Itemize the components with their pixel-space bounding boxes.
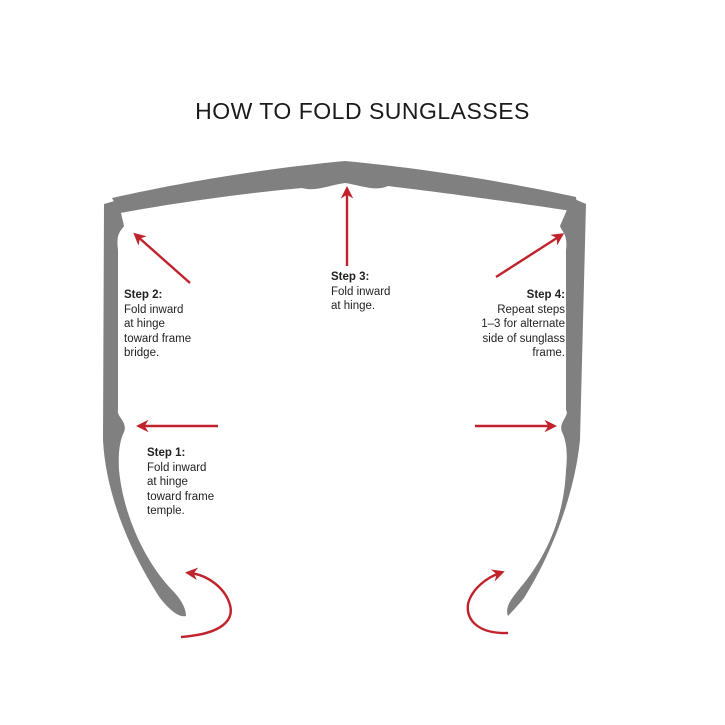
left-curved-arrow <box>180 567 232 639</box>
right-curved-arrow <box>466 569 509 635</box>
step3-caption: Step 3: Fold inward at hinge. <box>331 270 390 314</box>
sunglasses-frame <box>103 161 586 617</box>
step4-caption: Step 4: Repeat steps 1–3 for alternate s… <box>470 288 565 361</box>
step2-text: Fold inward at hinge toward frame bridge… <box>124 303 192 360</box>
step4-label: Step 4: <box>526 289 565 301</box>
step1-text: Fold inward at hinge toward frame temple… <box>147 461 215 518</box>
step1-label: Step 1: <box>147 447 186 459</box>
step3-text: Fold inward at hinge. <box>331 285 391 313</box>
step4-arrow <box>495 233 565 279</box>
fold-arrows <box>133 186 565 639</box>
page-title: HOW TO FOLD SUNGLASSES <box>195 98 530 124</box>
step2-label: Step 2: <box>124 289 163 301</box>
step2-arrow <box>133 232 191 284</box>
right-temple-arm <box>507 198 586 617</box>
step3-label: Step 3: <box>331 271 370 283</box>
step1-caption: Step 1: Fold inward at hinge toward fram… <box>147 446 214 519</box>
step4-text: Repeat steps 1–3 for alternate side of s… <box>481 303 565 360</box>
frame-front <box>112 161 578 213</box>
step2-caption: Step 2: Fold inward at hinge toward fram… <box>124 288 191 361</box>
left-temple-arm <box>103 200 186 617</box>
